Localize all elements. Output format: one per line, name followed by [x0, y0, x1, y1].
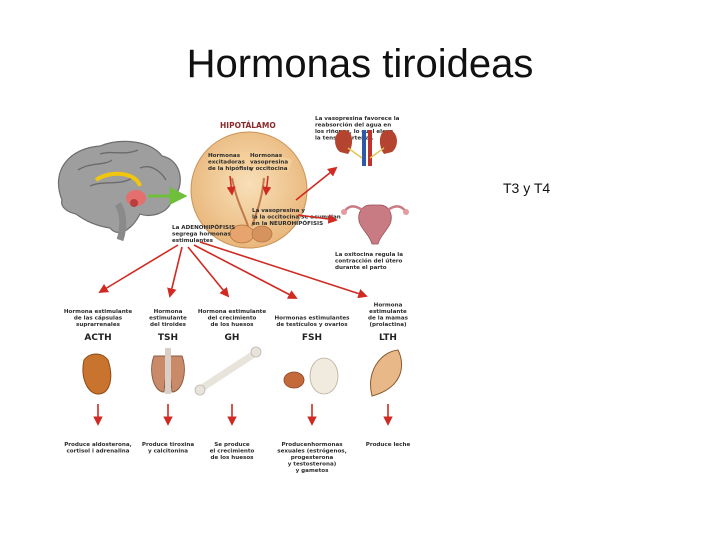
- adrenal-gland-icon: [82, 353, 112, 395]
- hormone-code: FSH: [302, 333, 322, 343]
- target-effect: Produce aldosterona,cortisol i adrenalin…: [64, 442, 132, 455]
- hypothalamus-label: HIPOTÁLAMO: [220, 121, 276, 130]
- testicle-icon: [309, 357, 339, 395]
- brain-illustration: [57, 140, 181, 242]
- trachea-icon: [165, 348, 171, 394]
- hormone-code: GH: [225, 333, 240, 343]
- target-effect: Produce leche: [366, 442, 411, 448]
- slide-title: Hormonas tiroideas: [186, 42, 534, 86]
- hormone-code: LTH: [379, 333, 397, 343]
- ovary-icon: [283, 371, 305, 389]
- breast-icon: [370, 349, 402, 397]
- hormone-code: TSH: [158, 333, 178, 343]
- fan-arrows: [98, 241, 368, 299]
- hormone-code: ACTH: [84, 333, 111, 343]
- bone-end-icon: [194, 384, 206, 396]
- hormone-note: T3 y T4: [503, 180, 551, 196]
- bone-icon: [198, 350, 258, 392]
- bone-end-icon: [250, 346, 262, 358]
